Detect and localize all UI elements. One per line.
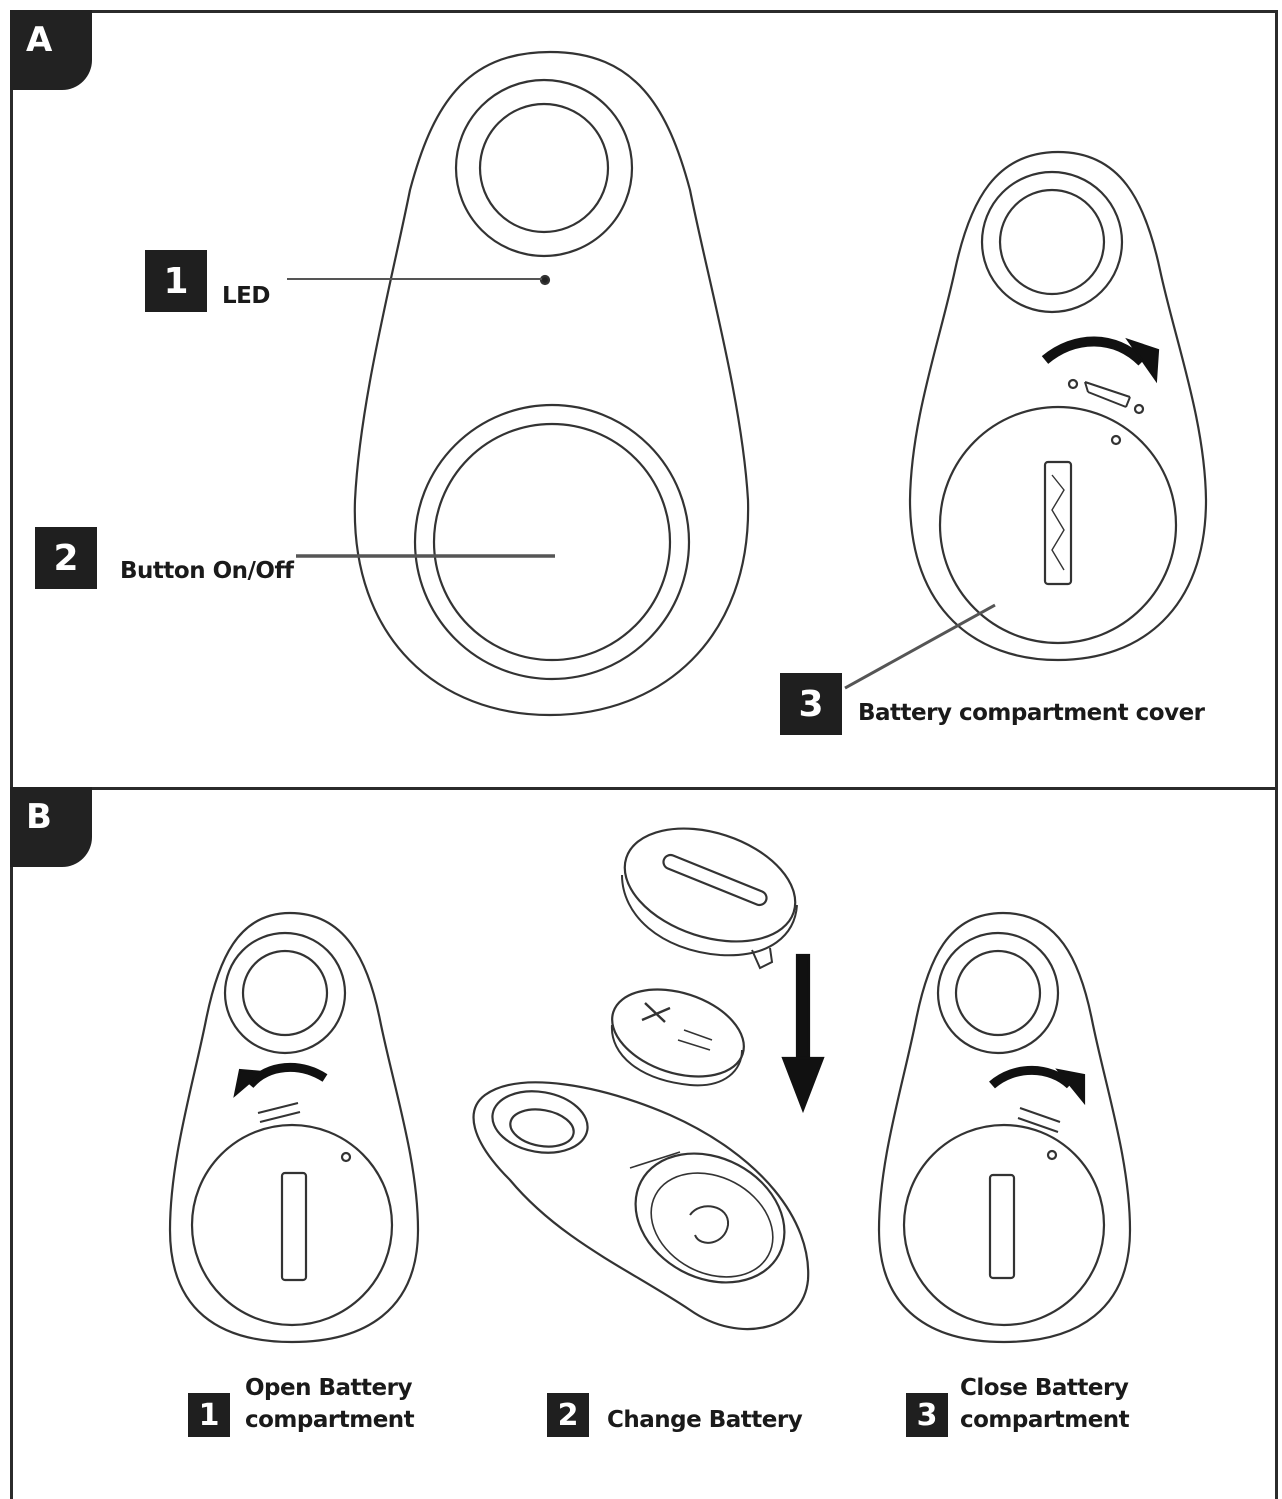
- lock-marker-icon: [1133, 403, 1145, 415]
- rotate-counterclockwise-arrowhead-icon: [233, 1068, 265, 1098]
- step1-ring-inner: [241, 949, 329, 1037]
- tilted-ring-hole-inner: [509, 1108, 575, 1148]
- key-ring-hole-outer: [454, 78, 634, 258]
- step3-cover-circle: [902, 1123, 1106, 1327]
- tracker-front-outline: [353, 50, 750, 717]
- step1-number: 1: [188, 1393, 230, 1437]
- step2-number: 2: [547, 1393, 589, 1437]
- cover-part: [623, 827, 797, 943]
- cover-slot-detail: [1051, 474, 1065, 571]
- cover-part-rim: [621, 874, 798, 957]
- callout-cover-label: Battery compartment cover: [858, 700, 1205, 726]
- cavity-print-icon: [629, 1151, 681, 1169]
- battery-cavity-inner: [650, 1172, 774, 1278]
- back-ring-hole-inner: [998, 188, 1106, 296]
- step3-cover-slot: [988, 1173, 1016, 1280]
- panel-a: A: [10, 10, 1278, 790]
- step3-dot: [1046, 1149, 1058, 1161]
- step3-lock-symbol-icon: [1017, 1107, 1061, 1133]
- step1-lock-symbol-icon: [257, 1102, 301, 1123]
- cover-part-tab: [751, 947, 774, 970]
- cover-leader-line: [844, 603, 996, 690]
- step1-cover-circle: [190, 1123, 394, 1327]
- panel-b: B: [10, 787, 1278, 1499]
- callout-button-label: Button On/Off: [120, 558, 294, 584]
- step3-tracker: [877, 911, 1132, 1344]
- step3-rotate-clockwise-arrowhead-icon: [1055, 1068, 1086, 1106]
- cover-slot: [1043, 460, 1073, 586]
- step2-caption: Change Battery: [607, 1407, 803, 1433]
- unlock-lock-symbol-icon: [1084, 381, 1131, 408]
- tracker-back: [844, 150, 1208, 690]
- step1-dot: [340, 1151, 352, 1163]
- battery-cavity: [634, 1152, 786, 1284]
- cover-indicator-dot: [1110, 434, 1122, 446]
- insert-down-arrow-head-icon: [781, 1056, 825, 1114]
- coin-battery-edge: [610, 1024, 743, 1087]
- battery-cover-circle: [938, 405, 1178, 645]
- on-off-button-inner: [432, 422, 672, 662]
- step1-tracker: [168, 911, 420, 1344]
- step3-caption-line1: Close Battery: [960, 1375, 1129, 1401]
- step3-tracker-outline: [877, 911, 1132, 1344]
- unlock-marker-icon: [1067, 378, 1079, 390]
- tracker-front: [287, 50, 750, 717]
- on-off-button-outer: [413, 403, 691, 681]
- rotate-counterclockwise-arrow-icon: [246, 1063, 328, 1089]
- step2-exploded-view: [472, 827, 825, 1331]
- step3-ring-outer: [936, 931, 1060, 1055]
- step3-rotate-clockwise-arrow-icon: [989, 1065, 1074, 1089]
- step3-caption-line2: compartment: [960, 1407, 1130, 1433]
- rotate-clockwise-arrowhead-icon: [1125, 337, 1160, 384]
- step1-cover-slot: [280, 1171, 308, 1282]
- cavity-contacts: [689, 1205, 730, 1244]
- battery-print-icon: [677, 1029, 713, 1051]
- cover-part-slot: [662, 853, 768, 907]
- step1-caption-line1: Open Battery: [245, 1375, 412, 1401]
- step3-ring-inner: [954, 949, 1042, 1037]
- step1-tracker-outline: [168, 911, 420, 1344]
- step1-ring-outer: [223, 931, 347, 1055]
- panel-a-tab: A: [10, 10, 92, 90]
- key-ring-hole-inner: [478, 102, 610, 234]
- callout-cover-number: 3: [780, 673, 842, 735]
- battery-plus-icon: [641, 1002, 671, 1023]
- step3-number: 3: [906, 1393, 948, 1437]
- back-ring-hole-outer: [980, 170, 1124, 314]
- rotate-clockwise-arrow-icon: [1041, 336, 1146, 366]
- callout-button-number: 2: [35, 527, 97, 589]
- callout-led-number: 1: [145, 250, 207, 312]
- tilted-ring-hole: [491, 1090, 589, 1154]
- step1-caption-line2: compartment: [245, 1407, 415, 1433]
- tracker-body-tilted: [472, 1081, 810, 1331]
- panel-b-tab: B: [10, 787, 92, 867]
- callout-led-label: LED: [222, 283, 270, 309]
- tracker-back-outline: [908, 150, 1208, 662]
